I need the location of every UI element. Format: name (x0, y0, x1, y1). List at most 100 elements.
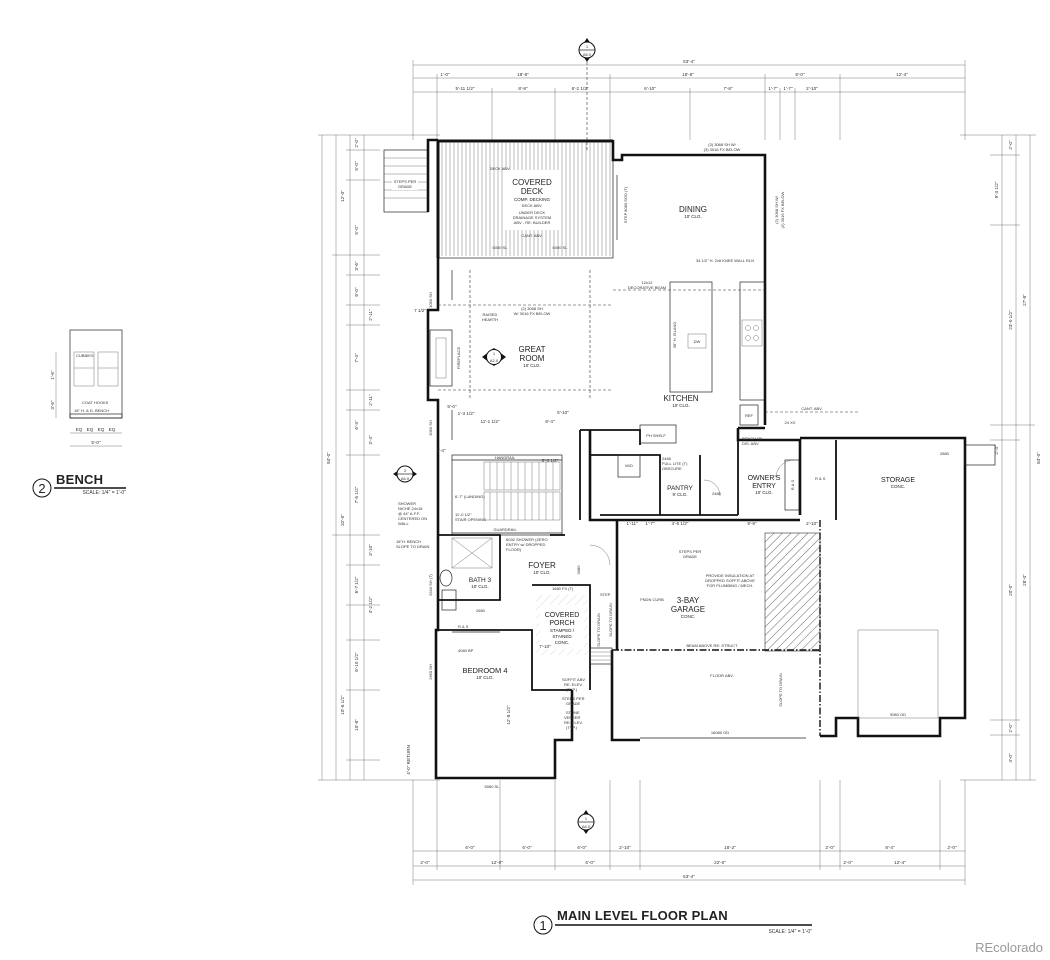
note-floor-abv: FLOOR ABV. (710, 673, 733, 678)
dim-left-15: 6'-7 1/2" (354, 576, 359, 593)
dim-top-r1-3: 8'-0" (795, 72, 805, 77)
kitchen-ref: REF (745, 413, 754, 418)
dim-right-10: 4'-0" (1008, 753, 1013, 763)
opening-gr-3060b: 3060 SH (428, 420, 433, 436)
dim-top-r1-0: 1'-0" (440, 72, 450, 77)
opening-storage-2880: 2880 (940, 451, 950, 456)
covered-deck-sub: COMP. DECKING (514, 197, 550, 202)
note-soffit-1: SOFFIT ABV (562, 677, 585, 682)
pantry-and-entry: W/D 2468 FULL LITE (T) OBSCURE PANTRY 9'… (617, 436, 800, 511)
dimensions-bottom: 6'-0" 6'-0" 6'-0" 2'-10" 16'-2" 2'-0" 8'… (412, 780, 966, 885)
note-stone-4: (TYP.) (566, 725, 578, 730)
dim-gr-4: 5'-0" (447, 404, 457, 409)
note-knee-wall: 34 1/2" H. 2x6 KNEE WALL RLN (696, 258, 754, 263)
note-stair-opening: STAIR OPENING (455, 517, 486, 522)
dim-top-r2-5: 1'-7" (768, 86, 778, 91)
covered-deck: COVERED DECK COMP. DECKING DECK ABV. UND… (383, 138, 614, 259)
section-marker-top[interactable]: 1 A6.0 (578, 38, 596, 62)
note-porch-slope: SLOPE TO DRAIN (596, 613, 601, 647)
dim-left-7: 7'-4" (354, 353, 359, 363)
covered-porch: COVERED PORCH STAMPED / STAINED CONC. SO… (536, 595, 613, 730)
dim-right-4: 2'-4" (994, 445, 999, 455)
dim-left-18: 10'-6 1/2" (340, 695, 345, 715)
bench-title-text: BENCH (56, 472, 103, 487)
note-deck-abv-2: DECK ABV. (490, 166, 511, 171)
section-marker-bottom[interactable]: 1 A6.0 (577, 810, 595, 834)
section-marker-great-room[interactable]: 1 A2.0 (482, 348, 506, 366)
dim-top-total: 53'-4" (683, 59, 695, 64)
main-title-scale: SCALE: 1/4" = 1'-0" (768, 929, 812, 935)
dim-left-19: 10'-8" (354, 719, 359, 731)
dim-stair-3: 5'-3 1/2" (542, 458, 559, 463)
dim-right-0: 2'-0" (1008, 140, 1013, 150)
storage-label: STORAGE (881, 477, 915, 484)
storage-sub: CONC. (891, 484, 906, 489)
note-rs-3: R & S (458, 624, 469, 629)
bench-title-number: 2 (38, 481, 45, 496)
dim-right-7: 20'-0" (1008, 584, 1013, 596)
note-shower-zero-1: 6032 SHOWER (ZERO (506, 537, 548, 542)
opening-bed-4060: 4060 BP (458, 648, 474, 653)
opening-8080: STEP 8080 SGD (T) (623, 186, 628, 223)
section-marker-left[interactable]: 2 A6.0 (393, 465, 417, 483)
note-bench-slope-1: 18"H. BENCH (396, 539, 421, 544)
opening-dining-3016: (3) 3016 FX BELOW (704, 147, 741, 152)
opening-bed-2660: 2660 SH (428, 664, 433, 680)
opening-ph: PH SHELF (646, 433, 666, 438)
dining-room: DINING 10' CLG. (3) 3068 SH W/ (3) 3016 … (616, 142, 785, 240)
bath3-label: BATH 3 (469, 577, 492, 584)
opening-dining-3068: (3) 3068 SH W/ (708, 142, 736, 147)
section-marker-gr-num: 1 (493, 351, 496, 356)
note-slope-drain-2: SLOPE TO DRAIN (608, 603, 613, 637)
dim-bed-1: 12'-8 1/2" (506, 705, 511, 725)
note-bench-slope-2: SLOPE TO DRAIN (396, 544, 430, 549)
dim-left-5: 6'-0" (354, 287, 359, 297)
dim-bot-r2-2: 6'-0" (585, 860, 595, 865)
note-steps-deck-2: GRADE (398, 184, 413, 189)
dim-bot-r1-5: 2'-0" (825, 845, 835, 850)
dim-right-total: 84'-0" (1036, 452, 1041, 464)
opening-garage-9080: 9080 OD (890, 712, 906, 717)
main-title-text: MAIN LEVEL FLOOR PLAN (557, 908, 728, 923)
porch-label-1: COVERED (545, 612, 580, 619)
dim-left-8: 2'-11" (368, 394, 373, 406)
note-steps-p-2: GRADE (566, 701, 581, 706)
dim-left-9: 6'-3" (354, 420, 359, 430)
dim-left-10: 3'-4" (368, 435, 373, 445)
dining-label: DINING (679, 205, 707, 214)
great-room-sub: 10' CLG. (523, 363, 541, 368)
stair: HANDRAIL GUARDRAIL 6'-7" (LANDING) 11'-0… (436, 448, 563, 536)
note-step: STEP (600, 592, 611, 597)
dim-top-r1-2: 18'-8" (682, 72, 694, 77)
dim-bot-r1-2: 6'-0" (577, 845, 587, 850)
note-steps-p-1: STEPS PER (562, 696, 585, 701)
section-marker-left-sheet: A6.0 (401, 476, 410, 481)
dining-sub: 10' CLG. (684, 214, 702, 219)
dimensions-right: 2'-0" 9'-3 1/2" 27'-8" 23'-0 1/2" 2'-4" … (960, 134, 1041, 781)
garage-sub: CONC. (681, 614, 696, 619)
owners-entry-label-1: OWNER'S (748, 475, 781, 482)
bench-detail: CUBBIES COAT HOOKS 18" H. & D. BENCH EQ … (50, 329, 123, 447)
bath-3: BATH 3 10' CLG. SHOWER NICHE 24x18 @ 44"… (396, 501, 500, 633)
dim-gr-5: 7 1/2" (414, 308, 426, 313)
dim-top-r2-7: 2'-10" (806, 86, 818, 91)
note-fulllite-2: FULL LITE (T) (662, 461, 688, 466)
dim-bot-r2-3: 22'-0" (714, 860, 726, 865)
bench-dim-eq-3: EQ (98, 427, 105, 432)
kitchen-island: 36" H. ISLAND (672, 322, 677, 349)
dim-left-1: 5'-0" (354, 161, 359, 171)
note-handrail: HANDRAIL (495, 455, 516, 460)
pantry-sub: 9' CLG. (672, 492, 687, 497)
section-marker-left-num: 2 (404, 468, 407, 473)
dim-gar-2: 1'-7" (645, 521, 655, 526)
note-hearth-2: HEARTH (482, 317, 498, 322)
dim-top-r2-0: 5'-11 1/2" (455, 86, 474, 91)
dim-top-r2-4: 7'-8" (723, 86, 733, 91)
kitchen-label: KITCHEN (663, 394, 698, 403)
note-under-deck-1: UNDER DECK (519, 210, 546, 215)
owners-entry-sub: 10' CLG. (755, 490, 773, 495)
dim-gr-1: 1'-3 1/2" (458, 411, 475, 416)
dim-bot-r2-0: 2'-0" (420, 860, 430, 865)
note-steps-g-1: STEPS PER (679, 549, 702, 554)
note-beam-1: 12x12 (642, 280, 654, 285)
